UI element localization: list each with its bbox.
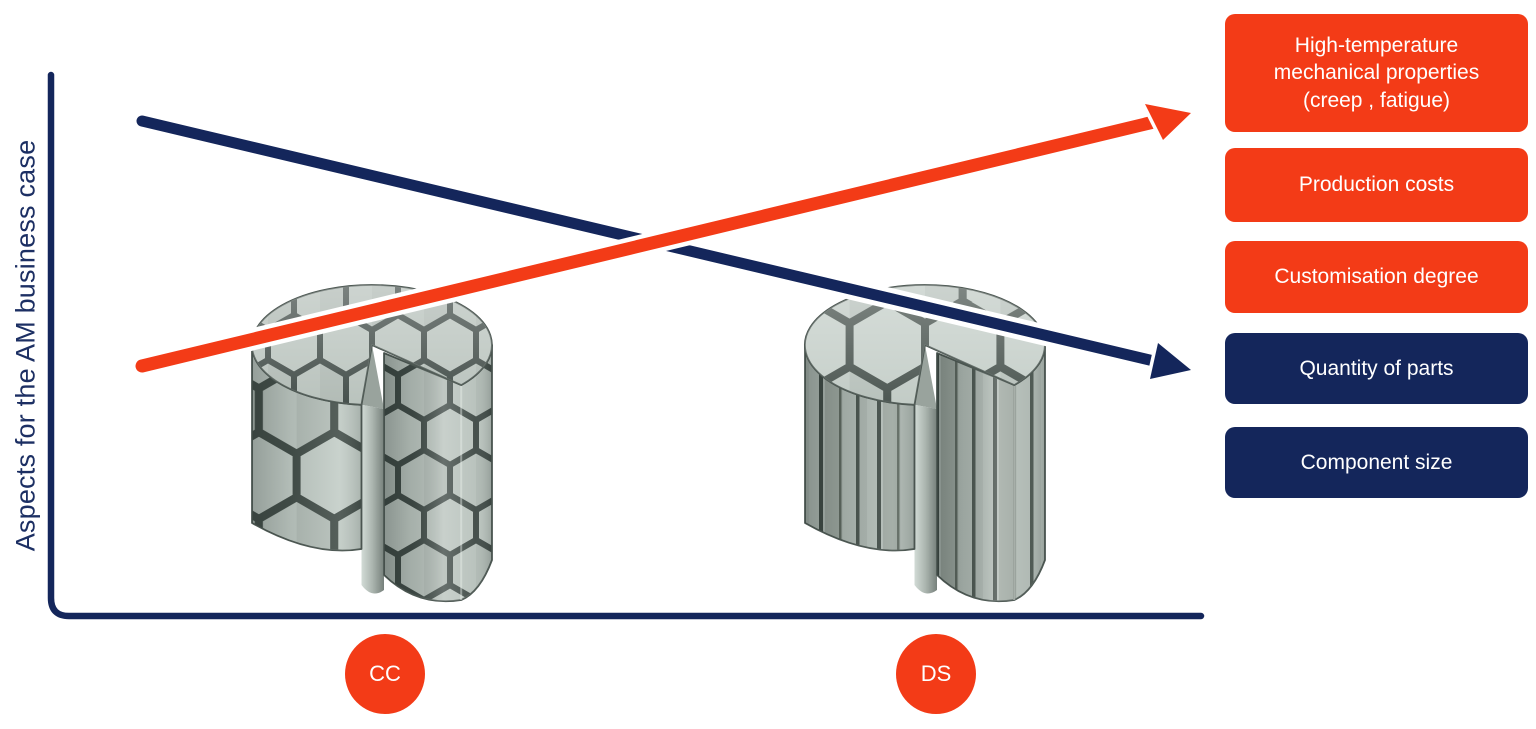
- navy-arrowhead: [1146, 339, 1195, 383]
- legend-box-quantity-of-parts: Quantity of parts: [1225, 333, 1528, 404]
- cc-cut-face-left: [361, 404, 384, 594]
- red-arrowhead: [1141, 100, 1195, 144]
- ds-cut-face-left: [914, 404, 937, 594]
- cc-marker-label: CC: [369, 661, 401, 686]
- legend-box-high-temperature-properties: High-temperature mechanical properties (…: [1225, 14, 1528, 132]
- legend-box-production-costs: Production costs: [1225, 148, 1528, 222]
- ds-body-right: [936, 344, 1046, 603]
- cc-marker: CC: [345, 634, 425, 714]
- cc-body-left: [251, 344, 363, 552]
- red-arrow: [131, 100, 1195, 377]
- cc-body-right: [383, 344, 493, 603]
- ds-marker-label: DS: [920, 661, 952, 686]
- ds-marker: DS: [896, 634, 976, 714]
- legend-box-customisation-degree: Customisation degree: [1225, 241, 1528, 313]
- legend-box-component-size: Component size: [1225, 427, 1528, 498]
- axis-frame: [47, 71, 1205, 620]
